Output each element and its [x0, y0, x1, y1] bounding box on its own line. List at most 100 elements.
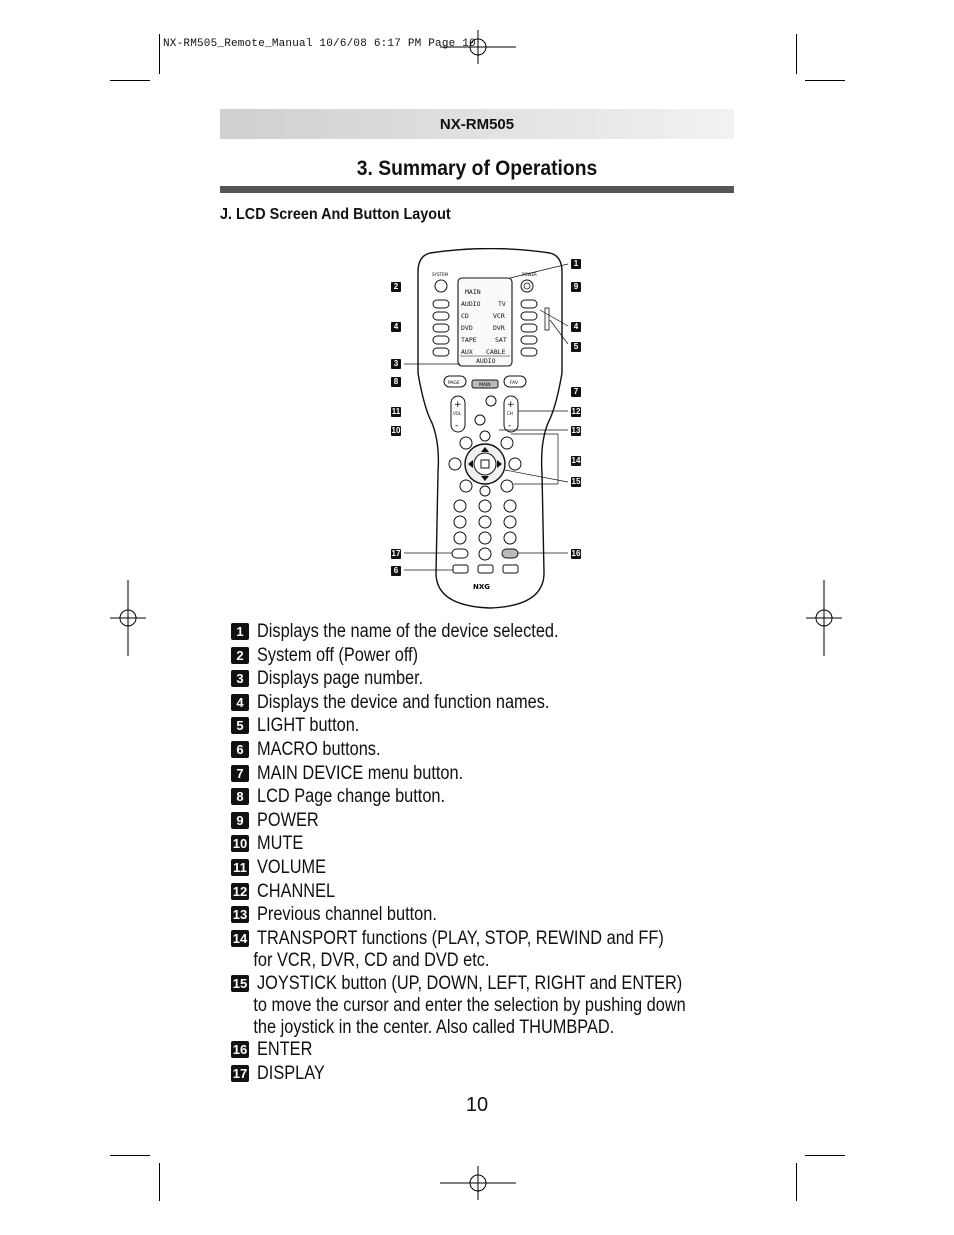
- legend-text: Displays the name of the device selected…: [257, 621, 559, 642]
- callout-5: 5: [571, 342, 581, 352]
- subsection-title: J. LCD Screen And Button Layout: [220, 206, 451, 223]
- legend-number: 17: [231, 1065, 249, 1082]
- registration-mark-icon: [440, 1166, 516, 1200]
- callout-4: 4: [571, 322, 581, 332]
- lcd-text: AUX: [461, 348, 473, 356]
- registration-mark-icon: [440, 30, 516, 64]
- legend-text: CHANNEL: [257, 880, 336, 902]
- power-label: POWER: [522, 272, 537, 277]
- legend-text: MACRO buttons.: [257, 738, 381, 760]
- model-name: NX-RM505: [439, 115, 515, 133]
- legend-item: 17 DISPLAY: [231, 1062, 751, 1086]
- page-button-label: PAGE: [448, 380, 460, 386]
- callout-7: 7: [571, 387, 581, 397]
- registration-mark-icon: [806, 580, 842, 656]
- legend-number: 10: [231, 835, 249, 853]
- callout-11: 11: [391, 407, 401, 417]
- legend-text: DISPLAY: [257, 1063, 325, 1084]
- lcd-text: VCR: [493, 312, 505, 320]
- ch-label: CH: [507, 411, 513, 416]
- callout-17: 17: [391, 549, 401, 559]
- legend-item: 12 CHANNEL: [231, 880, 751, 904]
- legend-item: 14 TRANSPORT functions (PLAY, STOP, REWIN…: [231, 927, 751, 951]
- lcd-text: CD: [461, 312, 469, 320]
- callout-1: 1: [571, 259, 581, 269]
- legend-number: 7: [231, 764, 249, 782]
- print-slug-line: NX-RM505_Remote_Manual 10/6/08 6:17 PM P…: [163, 38, 476, 50]
- legend-number: 9: [231, 811, 249, 829]
- crop-mark: [159, 1163, 160, 1201]
- legend-number: 2: [231, 646, 249, 664]
- legend-text: MAIN DEVICE menu button.: [257, 762, 464, 784]
- crop-mark: [110, 80, 150, 81]
- lcd-text: SAT: [495, 336, 507, 344]
- section-title: 3. Summary of Operations: [356, 157, 598, 180]
- callout-8: 8: [391, 377, 401, 387]
- legend-continuation: for VCR, DVR, CD and DVD etc.: [253, 950, 490, 972]
- crop-mark: [110, 1155, 150, 1156]
- legend-text: Displays page number.: [257, 668, 424, 690]
- legend-item: 7 MAIN DEVICE menu button.: [231, 762, 751, 786]
- page-number: 10: [465, 1094, 489, 1116]
- callout-3: 3: [391, 359, 401, 369]
- legend-number: 11: [231, 858, 249, 876]
- title-divider: [220, 186, 734, 193]
- lcd-text: DVR: [493, 324, 505, 332]
- callout-15: 15: [571, 477, 581, 487]
- legend-number: 13: [231, 906, 249, 924]
- callout-13: 13: [571, 426, 581, 436]
- legend-item: 8 LCD Page change button.: [231, 785, 751, 809]
- registration-mark-icon: [110, 580, 146, 656]
- legend-number: 1: [231, 623, 249, 640]
- legend-item: 5 LIGHT button.: [231, 714, 751, 738]
- callout-16: 16: [571, 549, 581, 559]
- legend-text: VOLUME: [257, 856, 327, 878]
- callout-6: 6: [391, 566, 401, 576]
- legend-text: TRANSPORT functions (PLAY, STOP, REWIND …: [257, 927, 664, 949]
- power-button: [520, 279, 534, 293]
- svg-text:-: -: [455, 421, 458, 431]
- legend-continuation: the joystick in the center. Also called …: [253, 1016, 615, 1038]
- legend-item: 13 Previous channel button.: [231, 903, 751, 927]
- lcd-text: DVD: [461, 324, 473, 332]
- legend-text: ENTER: [257, 1039, 313, 1061]
- legend-number: 12: [231, 882, 249, 900]
- svg-text:+: +: [507, 400, 515, 410]
- legend-number: 5: [231, 717, 249, 735]
- lcd-text: AUDIO: [476, 357, 496, 365]
- callout-4: 4: [391, 322, 401, 332]
- lcd-text: TV: [498, 300, 506, 308]
- svg-text:-: -: [508, 421, 511, 431]
- crop-mark: [159, 34, 160, 74]
- mute-button: [474, 414, 486, 426]
- model-header-bar: NX-RM505: [220, 109, 734, 139]
- button-legend-list: 1 Displays the name of the device selecte…: [231, 620, 751, 1086]
- legend-text: LIGHT button.: [257, 715, 360, 737]
- legend-number: 15: [231, 974, 249, 992]
- legend-text: System off (Power off): [257, 644, 419, 666]
- legend-number: 14: [231, 929, 249, 947]
- system-off-button: [434, 279, 448, 293]
- crop-mark: [805, 80, 845, 81]
- legend-item: 1 Displays the name of the device selecte…: [231, 620, 751, 644]
- callout-9: 9: [571, 282, 581, 292]
- legend-item: 10 MUTE: [231, 832, 751, 856]
- legend-text: MUTE: [257, 833, 304, 855]
- legend-text: LCD Page change button.: [257, 786, 446, 808]
- callout-12: 12: [571, 407, 581, 417]
- legend-number: 6: [231, 740, 249, 758]
- brand-logo: NXG: [473, 583, 490, 591]
- legend-number: 4: [231, 693, 249, 711]
- legend-text: JOYSTICK button (UP, DOWN, LEFT, RIGHT a…: [257, 972, 683, 994]
- main-button-label: MAIN: [479, 382, 491, 388]
- callout-2: 2: [391, 282, 401, 292]
- legend-continuation: to move the cursor and enter the selecti…: [253, 995, 686, 1017]
- legend-text: Previous channel button.: [257, 904, 437, 926]
- crop-mark: [796, 34, 797, 74]
- legend-item: 15 JOYSTICK button (UP, DOWN, LEFT, RIGHT…: [231, 972, 751, 996]
- legend-number: 8: [231, 788, 249, 806]
- legend-item: 11 VOLUME: [231, 856, 751, 880]
